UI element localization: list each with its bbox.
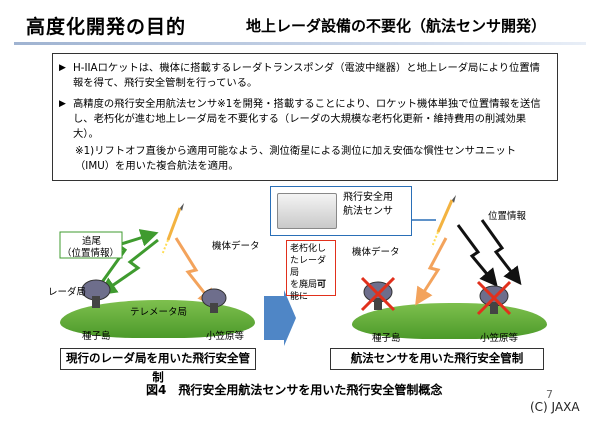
bullet-text: 高精度の飛行安全用航法センサ※1を開発・搭載することにより、ロケット機体単独で位… [73,98,541,140]
page-number: 7 [546,388,553,401]
right-island [352,303,547,339]
radar-dish-icon [81,279,111,308]
bullet-item: ▶ H-IIAロケットは、機体に搭載するレーダトランスポンダ（電波中継器）と地上… [59,61,549,91]
airframe-data-arrow-right [415,237,448,306]
figure-caption: 図4 飛行安全用航法センサを用いた飛行安全管制概念 [146,383,443,397]
deprecated-note-line: たレーダ局 [290,256,327,278]
tracking-label-box [59,231,123,259]
position-info-arrow [456,224,498,287]
deprecated-radar-dish-icon [360,276,396,312]
airframe-data-arrow-left [174,237,216,308]
copyright-label: (C) JAXA [530,400,580,414]
ogasawara-label-right: 小笠原等 [480,333,519,344]
nav-sensor-label: 飛行安全用 航法センサ [343,191,393,219]
triangle-bullet-icon: ▶ [59,99,66,109]
deprecated-note-line: 能に [290,292,309,302]
tracking-label: 追尾 [82,236,102,247]
bullet-text: H-IIAロケットは、機体に搭載するレーダトランスポンダ（電波中継器）と地上レー… [73,62,540,89]
summary-textbox: ▶ H-IIAロケットは、機体に搭載するレーダトランスポンダ（電波中継器）と地上… [52,53,558,181]
nav-sensor-label-line: 航法センサ [343,206,393,217]
deprecated-radar-dish-icon [476,280,512,316]
tanegashima-label-left: 種子島 [82,331,111,342]
telemetry-dish-icon [201,288,227,313]
nav-sensor-box: 飛行安全用 航法センサ [270,186,412,236]
deprecated-note-line: を廃局 [290,280,318,290]
slide-subtitle: 地上レーダ設備の不要化（航法センサ開発） [246,17,547,35]
rocket-icon-right [431,195,456,248]
slide-title: 高度化開発の目的 [26,16,187,38]
nav-sensor-label-line: 飛行安全用 [343,192,393,203]
deprecated-note-emphasis: 可 [317,280,327,290]
deprecated-note-line: 老朽化し [290,244,327,254]
radar-station-label: レーダ局 [48,287,87,298]
footnote-text: ※1)リフトオフ直後から適用可能なよう、測位衛星による測位に加え安価な慣性センサ… [75,145,517,172]
tanegashima-label-right: 種子島 [372,333,401,344]
position-info-arrow [480,219,522,286]
transition-arrow-icon [264,290,296,346]
airframe-data-label-left: 機体データ [212,241,260,252]
nav-sensor-unit-icon [277,193,337,229]
slide-header: 高度化開発の目的 地上レーダ設備の不要化（航法センサ開発） [14,10,586,45]
caption-nav-sensor-system: 航法センサを用いた飛行安全管制 [330,348,544,370]
tracking-sublabel: （位置情報） [62,248,120,259]
position-info-label: 位置情報 [488,211,527,222]
telemetry-station-label: テレメータ局 [130,307,188,318]
triangle-bullet-icon: ▶ [59,63,66,73]
airframe-data-label-right: 機体データ [352,247,400,258]
bullet-item: ▶ 高精度の飛行安全用航法センサ※1を開発・搭載することにより、ロケット機体単独… [59,97,549,142]
rocket-icon-left [161,203,184,256]
ogasawara-label-left: 小笠原等 [206,331,245,342]
caption-current-system: 現行のレーダ局を用いた飛行安全管制 [60,348,256,384]
deprecated-note-box: 老朽化し たレーダ局 を廃局可 能に [286,240,336,302]
header-rule [14,42,586,45]
